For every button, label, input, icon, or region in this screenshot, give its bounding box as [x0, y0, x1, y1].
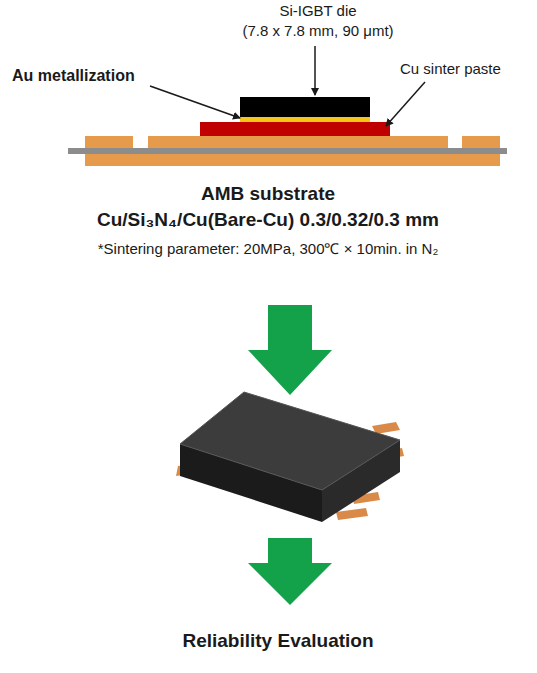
- part-name: Cu sinter paste: [400, 60, 501, 78]
- part-name: AMB substrate: [201, 183, 335, 206]
- top-copper-pad: [462, 136, 500, 148]
- bottom-copper: [85, 154, 500, 166]
- flow-arrow: [248, 538, 332, 605]
- igbt-die: [240, 97, 370, 117]
- flow-arrow: [248, 305, 332, 395]
- part-name: Si-IGBT die: [279, 2, 356, 20]
- note: *Sintering parameter: 20MPa, 300℃ × 10mi…: [98, 240, 439, 258]
- module-package: [176, 392, 404, 522]
- top-copper-pad: [85, 136, 133, 148]
- au-layer: [240, 117, 370, 122]
- leader-line: [150, 86, 240, 118]
- top-copper-pad: [148, 136, 448, 148]
- ceramic-layer: [68, 148, 507, 154]
- leader-line: [314, 46, 316, 95]
- dimension: (7.8 x 7.8 mm, 90 μmt): [242, 22, 393, 40]
- leader-line: [386, 82, 425, 126]
- sinter-paste: [200, 122, 390, 136]
- dimension: Cu/Si₃N₄/Cu(Bare-Cu) 0.3/0.32/0.3 mm: [97, 209, 439, 232]
- step-label: Reliability Evaluation: [182, 630, 373, 653]
- part-name: Au metallization: [12, 66, 135, 85]
